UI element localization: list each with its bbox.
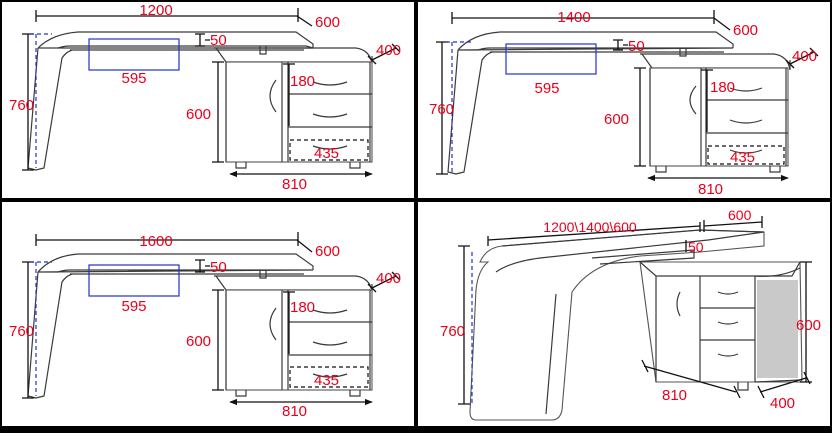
drawer-width-label: 595 [534,80,559,97]
width-label: 1200\1400\600 [543,219,637,235]
depth-label: 600 [733,22,758,39]
drawer-inner-label: 435 [730,149,755,166]
cab-width-label: 810 [662,387,687,404]
drawer-gap-label: 50 [210,259,227,276]
desk-diagram-2: 1400 600 50 595 400 760 600 180 435 810 [429,9,819,198]
cab-width-label: 810 [282,403,307,420]
width-label: 1200 [139,2,172,19]
depth-label: 600 [315,14,340,31]
height-label: 760 [429,101,454,118]
cab-depth-label: 400 [376,270,401,287]
height-label: 760 [9,97,34,114]
drawer-inner-label: 435 [314,145,339,162]
desk-diagram-4: 1200\1400\600 600 50 760 600 810 400 [440,207,821,421]
cab-height-label: 600 [186,333,211,350]
cab-height-label: 600 [186,106,211,123]
cab-depth-label: 400 [376,42,401,59]
cab-depth-label: 400 [792,48,817,65]
width-label: 1400 [557,9,590,26]
drawer-inner-label: 435 [314,372,339,389]
cab-width-label: 810 [698,181,723,198]
height-label: 760 [440,323,465,340]
drawer-width-label: 595 [121,298,146,315]
depth-label: 600 [315,243,340,260]
width-label: 1600 [139,233,172,250]
cab-width-label: 810 [282,176,307,193]
cab-depth-label: 400 [770,395,795,412]
depth-label: 600 [728,207,752,223]
drawer-width-label: 595 [121,70,146,87]
drawer-gap-label: 50 [210,32,227,49]
drawer-gap-label: 50 [628,38,645,55]
drawer1-label: 180 [290,299,315,316]
drawer-gap-label: 50 [688,239,704,255]
desk-diagram-3: 1600 600 50 595 400 760 600 180 435 810 [9,232,401,420]
desk-diagram-1: 1200 600 50 595 400 760 600 180 435 810 [9,2,401,193]
cab-height-label: 600 [796,317,821,334]
height-label: 760 [9,323,34,340]
cab-height-label: 600 [604,111,629,128]
drawer1-label: 180 [290,73,315,90]
drawer1-label: 180 [710,79,735,96]
